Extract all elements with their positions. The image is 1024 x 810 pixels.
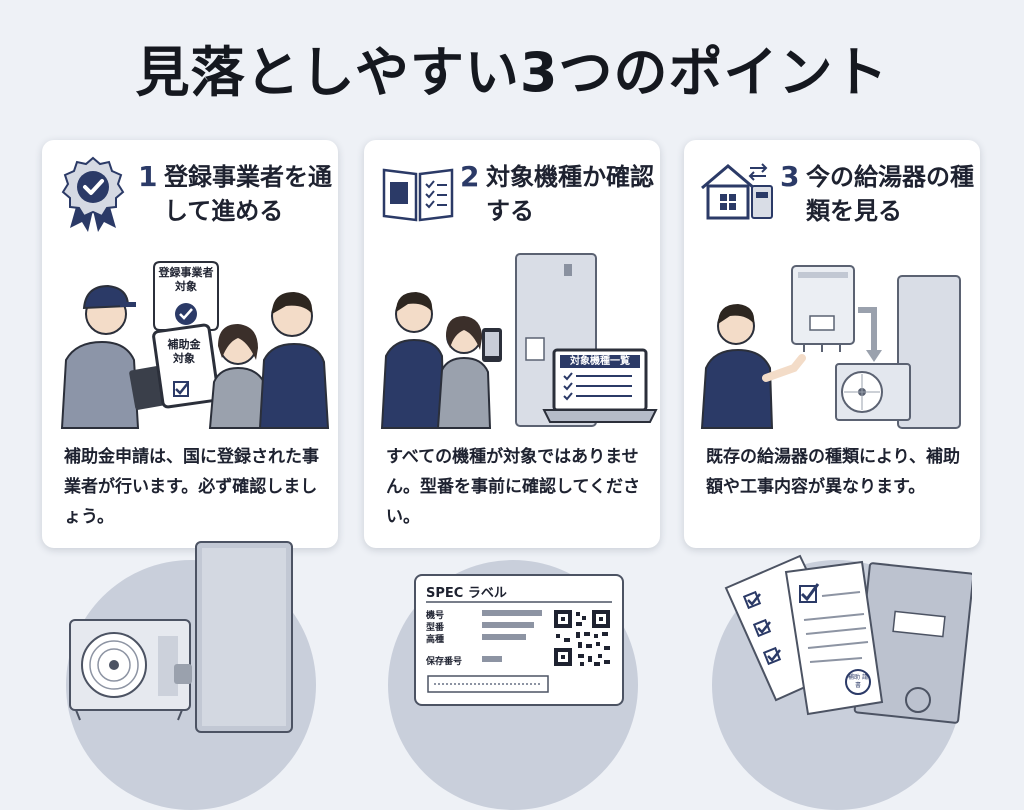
open-book-checklist-icon [380, 162, 456, 228]
point-number: 1 [138, 160, 158, 193]
point-description: 既存の給湯器の種類により、補助額や工事内容が異なります。 [706, 447, 960, 497]
point-number: 2 [460, 160, 480, 193]
point-description: すべての機種が対象ではありません。型番を事前に確認してください。 [386, 447, 640, 527]
documents-envelope-illustration: 補助 請書 [712, 548, 975, 742]
point-card-3: 3 今の給湯器の種類を見る 既存の [684, 140, 980, 548]
spec-row-4: 保存番号 [426, 657, 463, 667]
house-heater-icon [698, 158, 776, 228]
spec-label-title: SPEC ラベル [426, 586, 507, 601]
spec-row-1: 機号 [426, 611, 445, 621]
spec-row-2: 型番 [426, 623, 445, 633]
point-card-1: 1 登録事業者を通して進める 登録事業者対象 [42, 140, 338, 548]
laptop-screen-label: 対象機種一覧 [570, 356, 630, 367]
spec-row-3: 高種 [426, 635, 445, 645]
consultation-illustration: 登録事業者対象 補助金対象 [42, 242, 338, 442]
stamp-text: 補助 請書 [848, 674, 868, 689]
point-title: 今の給湯器の種類を見る [806, 163, 974, 225]
spec-label-graphics [426, 601, 612, 693]
model-check-illustration: 対象機種一覧 [364, 242, 660, 442]
point-title: 対象機種か確認する [486, 163, 654, 225]
badge-check-icon [60, 156, 126, 236]
heat-pump-unit-illustration [66, 540, 306, 744]
speech-bubble-text: 登録事業者対象 [158, 266, 214, 293]
point-card-2: 2 対象機種か確認する [364, 140, 660, 548]
point-description: 補助金申請は、国に登録された事業者が行います。必ず確認しましょう。 [64, 447, 319, 527]
spec-label-card: SPEC ラベル 機号 型番 高種 保存番号 [414, 574, 624, 706]
point-number: 3 [780, 160, 800, 193]
tablet-label: 補助金対象 [167, 338, 201, 365]
point-title: 登録事業者を通して進める [164, 163, 332, 225]
page-title: 見落としやすい3つのポイント [135, 41, 889, 104]
heater-type-illustration [684, 242, 980, 442]
